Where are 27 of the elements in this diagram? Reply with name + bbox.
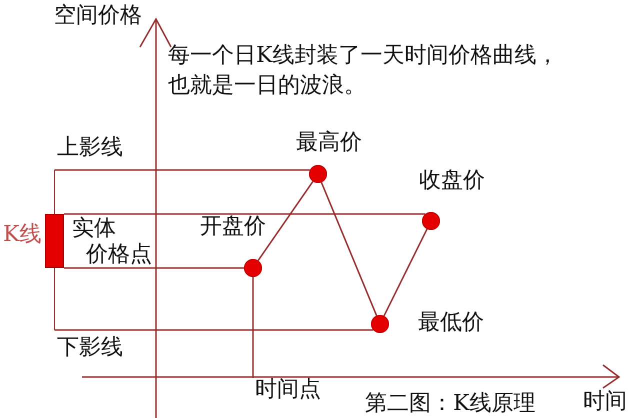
axis-title: 空间价格 <box>54 4 142 28</box>
level-line <box>64 213 426 215</box>
price-label: 收盘价 <box>419 169 485 194</box>
price-dot <box>244 259 262 277</box>
guide-line <box>252 277 254 378</box>
price-dot <box>309 165 327 183</box>
candlestick-drawing <box>45 170 64 330</box>
price-line <box>383 228 428 316</box>
price-line <box>320 182 378 316</box>
axis-title: 时间 <box>583 390 627 414</box>
price-line <box>257 180 314 262</box>
level-line <box>54 169 310 171</box>
caption: 第二图：K线原理 <box>365 392 536 416</box>
level-line <box>54 329 374 331</box>
price-point-label: 价格点 <box>86 243 152 268</box>
shadow-label: 下影线 <box>57 336 123 360</box>
price-label: 开盘价 <box>200 215 266 240</box>
price-label: 最高价 <box>296 131 362 156</box>
level-line <box>64 267 244 269</box>
price-label: 最低价 <box>418 311 484 336</box>
shadow-label: 上影线 <box>57 136 123 160</box>
body-label: 实体 <box>72 217 116 242</box>
candle-label: K线 <box>3 223 42 248</box>
annotation-text: 每一个日K线封装了一天时间价格曲线，也就是一日的波浪。 <box>168 42 560 100</box>
price-dot <box>422 212 440 230</box>
price-dot <box>371 315 389 333</box>
time-point-label: 时间点 <box>252 378 321 402</box>
